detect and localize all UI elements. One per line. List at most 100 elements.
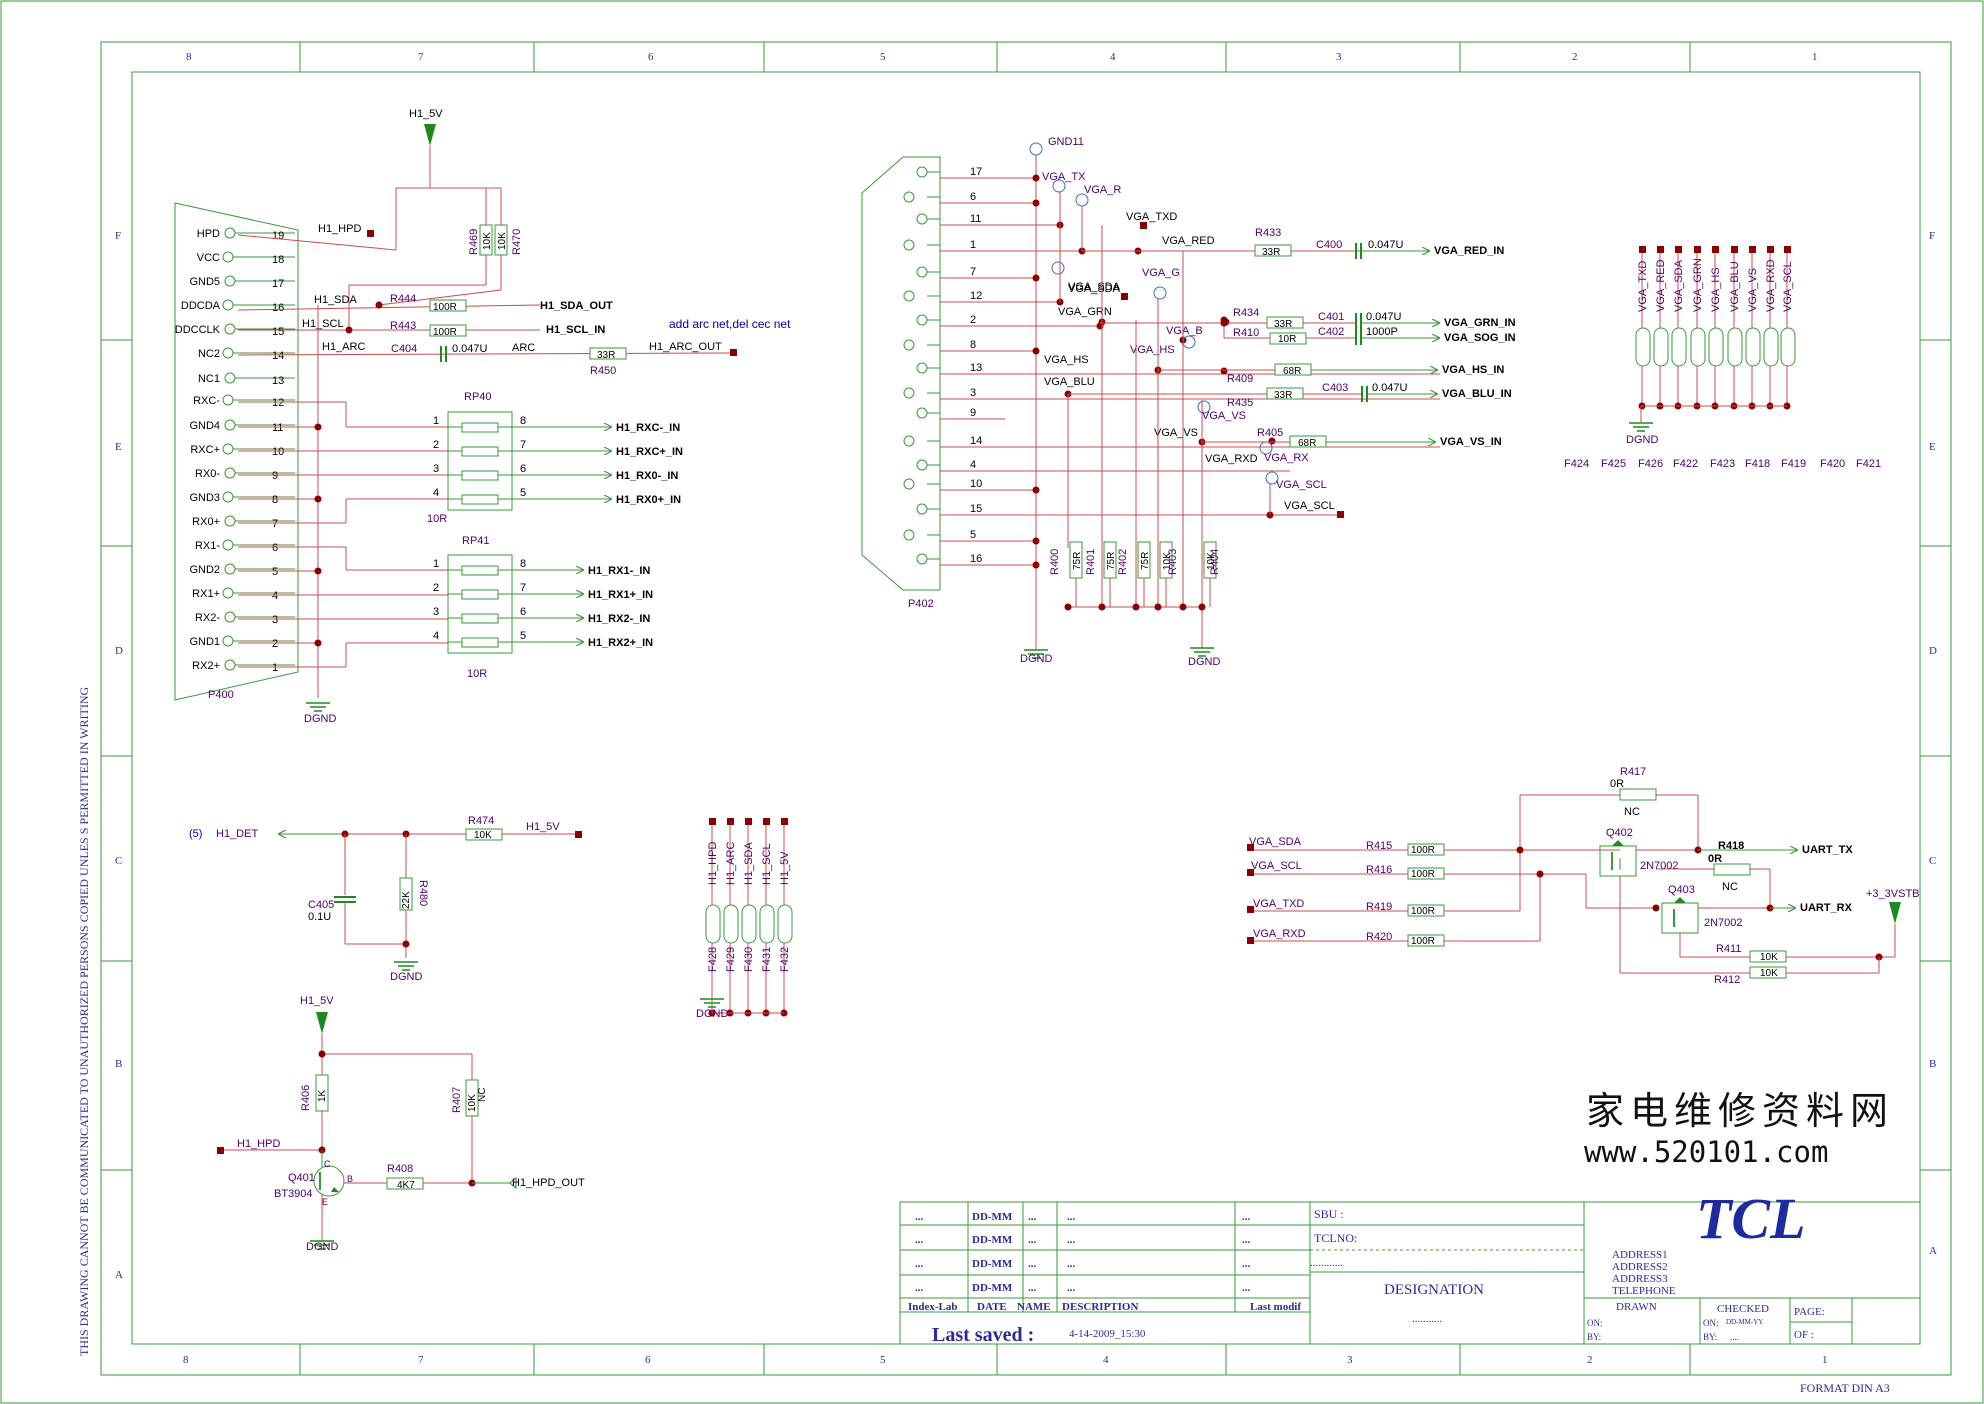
tp-right-pad <box>1731 246 1738 253</box>
rp-pin-right: 6 <box>520 463 526 475</box>
tp-right-ref: F421 <box>1856 458 1881 470</box>
tp-mid-pad <box>727 818 734 825</box>
tb-hdr-name: NAME <box>1017 1301 1051 1313</box>
tb-drawn: DRAWN <box>1616 1301 1657 1313</box>
tb-row-last-modif: ... <box>1242 1282 1251 1294</box>
tb-address-3: ADDRESS3 <box>1612 1273 1668 1285</box>
vga-blu-label: VGA_BLU <box>1044 376 1095 388</box>
h1-sda-out: H1_SDA_OUT <box>540 300 613 312</box>
tb-row-description: ... <box>1067 1234 1076 1246</box>
tb-last-saved-label: Last saved : <box>932 1324 1034 1346</box>
row-label: A <box>115 1269 123 1281</box>
r405-ref: R405 <box>1257 427 1283 439</box>
p402-pin-circle <box>916 553 928 565</box>
tp-mid-label: H1_ARC <box>725 842 737 885</box>
rp-element <box>461 613 499 624</box>
tcl-logo: TCL <box>1696 1186 1806 1251</box>
tp-right-pad <box>1675 246 1682 253</box>
p400-pin-number: 3 <box>272 614 278 626</box>
tp-right-body <box>1727 327 1743 367</box>
p402-pin-circle <box>916 407 928 419</box>
tb-on-2: ON: <box>1703 1318 1719 1328</box>
title-block <box>899 1201 1921 1345</box>
tp-right-ref: F418 <box>1745 458 1770 470</box>
rp-pin-right: 5 <box>520 630 526 642</box>
q403-value: 2N7002 <box>1704 917 1743 929</box>
q402-ref: Q402 <box>1606 827 1633 839</box>
c400-value: 0.047U <box>1368 239 1404 251</box>
uart-switch-circuit: VGA_SDA VGA_SCL VGA_TXD VGA_RXD R415 R41… <box>1247 766 1920 986</box>
r410-ref: R410 <box>1233 327 1259 339</box>
rp-pin-left: 4 <box>433 487 439 499</box>
vga-sog-in: VGA_SOG_IN <box>1444 332 1516 344</box>
p400-pin-circle <box>222 539 234 551</box>
rp-pin-right: 5 <box>520 487 526 499</box>
q401-ref: Q401 <box>288 1172 315 1184</box>
vga-txd-label: VGA_TXD <box>1126 211 1177 223</box>
col-label: 3 <box>1336 51 1342 63</box>
vga-red-label: VGA_RED <box>1162 235 1215 247</box>
tp-mid-pad <box>763 818 770 825</box>
r433-value: 33R <box>1262 247 1280 258</box>
vga-testpoint-array: VGA_TXDF424VGA_REDF425VGA_SDAF426VGA_GRN… <box>1564 246 1881 470</box>
tp-mid-ref: F429 <box>725 947 737 972</box>
tb-by-2: BY: <box>1703 1332 1717 1342</box>
p402-pin-number: 4 <box>970 459 976 471</box>
r443-value: 100R <box>433 327 457 338</box>
r435-ref: R435 <box>1227 397 1253 409</box>
p400-pin-circle <box>224 659 236 671</box>
tb-dots: ............ <box>1310 1257 1343 1269</box>
tp-mid-label: H1_5V <box>779 851 791 885</box>
r469-value: 10K <box>482 232 493 250</box>
r470-value: 10K <box>497 232 508 250</box>
tp-right-ref: F422 <box>1673 458 1698 470</box>
tb-designation: DESIGNATION <box>1384 1282 1484 1298</box>
h1-arc-out: H1_ARC_OUT <box>649 341 722 353</box>
tp-right-body <box>1745 327 1761 367</box>
tp-right-label: VGA_SDA <box>1673 259 1685 312</box>
row-label: F <box>1929 230 1935 242</box>
vga-grn-in: VGA_GRN_IN <box>1444 317 1516 329</box>
r407-value: 10K <box>467 1094 478 1112</box>
p402-pin-circle <box>916 503 928 515</box>
vga-blu-in: VGA_BLU_IN <box>1442 388 1512 400</box>
c404-ref: C404 <box>391 343 417 355</box>
p400-pin-number: 15 <box>272 326 284 338</box>
tp-right-body <box>1671 327 1687 367</box>
rp-output-net: H1_RX0-_IN <box>616 470 678 482</box>
r418-value: 0R <box>1708 853 1722 865</box>
rp-output-net: H1_RX1-_IN <box>588 565 650 577</box>
tb-row-description: ... <box>1067 1282 1076 1294</box>
rp-output-net: H1_RX2-_IN <box>588 613 650 625</box>
vga-wiring: GND11 DGND <box>940 136 1516 668</box>
hdmi-wiring: H1_5V R469 10K 10K R470 H1_HPD H1_SDA H1… <box>237 108 791 725</box>
r470-ref: R470 <box>511 229 523 255</box>
r419-ref: R419 <box>1366 901 1392 913</box>
tb-row-date: DD-MM <box>972 1234 1013 1246</box>
tp-right-ref: F419 <box>1781 458 1806 470</box>
p400-pin-name: NC1 <box>198 373 220 385</box>
tb-row-name: ... <box>1028 1282 1037 1294</box>
rp-element <box>461 637 499 648</box>
gnd11-label: GND11 <box>1048 136 1084 148</box>
vga-scl-label-2: VGA_SCL <box>1284 500 1335 512</box>
vga-pulldown-value: 75R <box>1072 552 1083 570</box>
det-sheet-ref: (5) <box>189 828 202 840</box>
p402-pin-number: 15 <box>970 503 982 515</box>
rp-pin-right: 7 <box>520 439 526 451</box>
tp-right-ref: F426 <box>1638 458 1663 470</box>
p402-pin-number: 5 <box>970 529 976 541</box>
tp-right-pad <box>1749 246 1756 253</box>
vga-vs-label-2: VGA_VS <box>1202 410 1246 422</box>
vga-pulldown-value: 75R <box>1140 552 1151 570</box>
p402-pin-circle <box>916 362 928 374</box>
tp-right-body <box>1780 327 1796 367</box>
rp-element <box>461 422 499 433</box>
watermark-chinese: 家电维修资料网 <box>1586 1089 1894 1133</box>
r415-ref: R415 <box>1366 840 1392 852</box>
uart-vga-txd: VGA_TXD <box>1253 898 1304 910</box>
r406-value: 1K <box>317 1089 328 1102</box>
det-h1-5v: H1_5V <box>526 821 560 833</box>
vga-hs-label-2: VGA_HS <box>1130 344 1175 356</box>
